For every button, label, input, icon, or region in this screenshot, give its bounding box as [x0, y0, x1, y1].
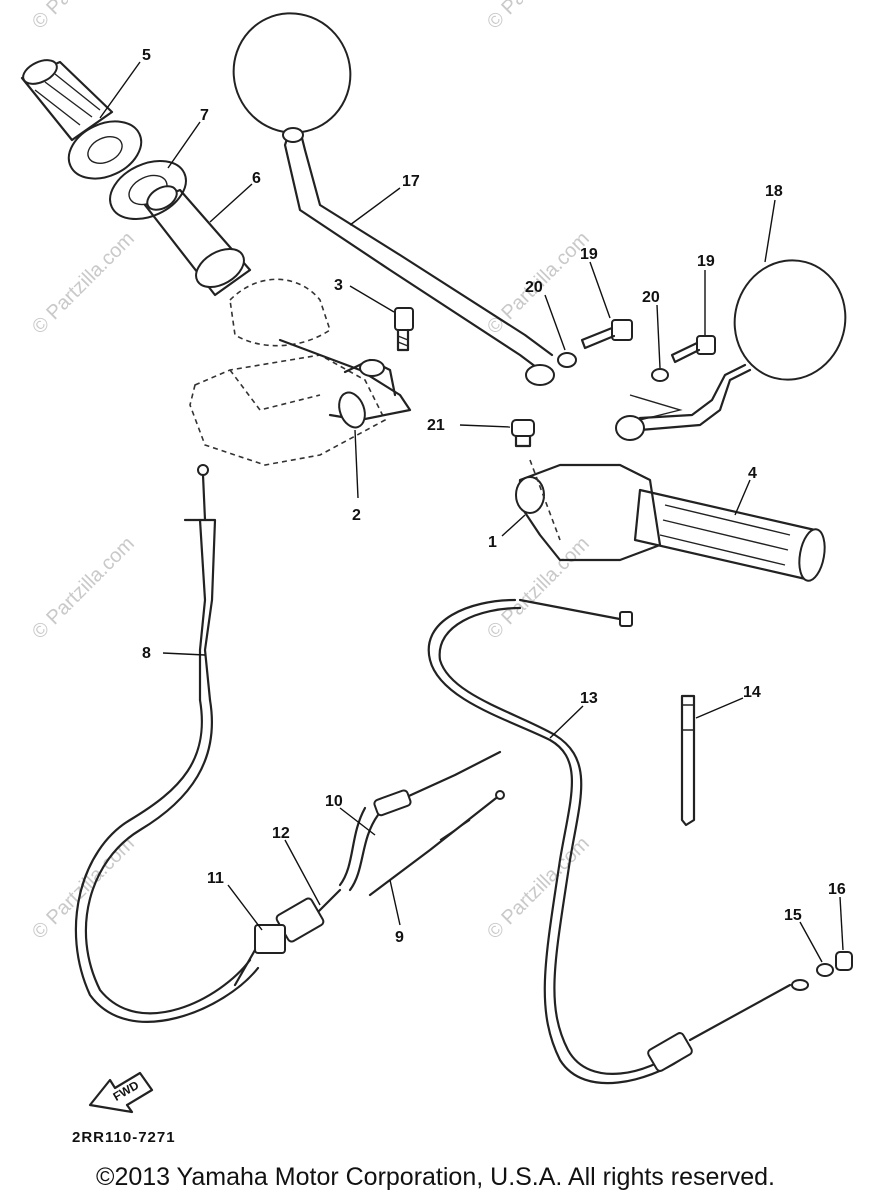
callout-label: 21	[427, 417, 445, 434]
callout-label: 8	[142, 645, 151, 662]
callout-label: 18	[765, 183, 783, 200]
washer	[816, 963, 834, 977]
diagram-code: 2RR110-7271	[72, 1129, 176, 1146]
leaders	[99, 61, 844, 963]
watermark: © Partzilla.com	[28, 228, 139, 339]
lever-holder	[515, 459, 662, 562]
cable-end	[791, 979, 809, 991]
callout-label: 17	[402, 173, 420, 190]
cable-tie	[680, 694, 696, 827]
cap	[511, 419, 535, 448]
mirror-bolt	[580, 319, 633, 350]
clutch-cable	[74, 464, 260, 1023]
throttle-tube	[143, 185, 252, 297]
callout-label: 9	[395, 929, 404, 946]
bracket	[278, 338, 412, 429]
grip-ring	[67, 120, 143, 180]
watermark: © Partzilla.com	[28, 833, 139, 944]
callout-label: 3	[334, 277, 343, 294]
mirror-bolt	[670, 335, 716, 364]
watermark: © Partzilla.com	[483, 833, 594, 944]
right-mirror	[615, 259, 847, 441]
callout-labels: 5 7 6 17 18 19 19 20 20 3 21 4 1 2 8 13 …	[142, 47, 846, 946]
copyright-notice: ©2013 Yamaha Motor Corporation, U.S.A. A…	[96, 1163, 775, 1191]
callout-label: 19	[697, 253, 715, 270]
watermark: © Partzilla.com	[28, 0, 139, 34]
bolt	[394, 307, 414, 352]
right-grip	[633, 488, 826, 582]
callout-label: 12	[272, 825, 290, 842]
callout-label: 4	[748, 465, 757, 482]
washer	[651, 368, 669, 382]
left-grip	[20, 59, 114, 142]
left-mirror	[232, 12, 555, 386]
switch-housing	[189, 278, 387, 466]
callout-label: 1	[488, 534, 497, 551]
callout-label: 20	[525, 279, 543, 296]
brake-cable	[427, 598, 792, 1085]
watermark: © Partzilla.com	[28, 533, 139, 644]
callout-label: 2	[352, 507, 361, 524]
callout-label: 5	[142, 47, 151, 64]
callout-label: 20	[642, 289, 660, 306]
callout-label: 6	[252, 170, 261, 187]
washer	[557, 352, 577, 368]
callout-label: 14	[743, 684, 761, 701]
callout-label: 19	[580, 246, 598, 263]
callout-label: 10	[325, 793, 343, 810]
callout-label: 15	[784, 907, 802, 924]
throttle-cable	[233, 750, 502, 987]
grip-ring-hole	[87, 136, 123, 164]
cap-nut	[835, 951, 853, 971]
callout-label: 7	[200, 107, 209, 124]
callout-label: 16	[828, 881, 846, 898]
callout-label: 13	[580, 690, 598, 707]
watermark: © Partzilla.com	[483, 0, 594, 34]
fwd-arrow: FWD	[88, 1071, 154, 1114]
callout-label: 11	[207, 870, 224, 887]
watermark: © Partzilla.com	[483, 533, 594, 644]
